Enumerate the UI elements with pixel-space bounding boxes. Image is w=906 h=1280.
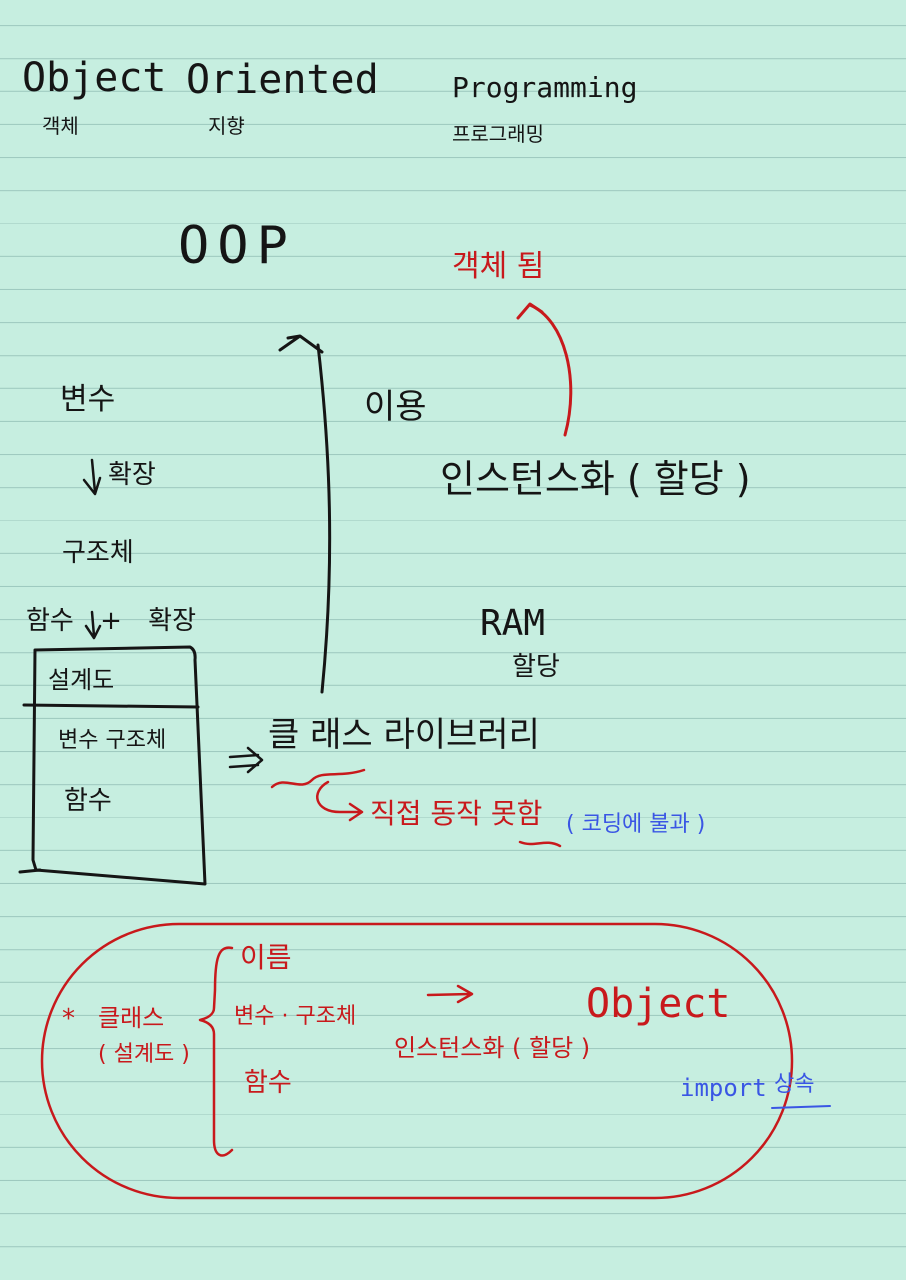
- summary-instantiation: 인스턴스화 ( 할당 ): [394, 1034, 591, 1062]
- heading-object: Object: [22, 55, 167, 101]
- direct-use: 직접 동작 못함: [370, 797, 543, 830]
- class-library: 클 래스 라이브러리: [268, 715, 540, 755]
- blueprint-box-divider: [22, 703, 200, 709]
- direct-use-underline: [518, 840, 562, 848]
- heading-programming-ko: 프로그래밍: [452, 122, 544, 146]
- ram-allocation: 할당: [512, 652, 560, 682]
- blueprint-box-bottom-tail: [18, 868, 42, 874]
- summary-item-name: 이름: [240, 941, 292, 974]
- blueprint-row-function: 함수: [64, 786, 112, 816]
- summary-brace: [198, 946, 234, 1157]
- summary-item-var-struct: 변수 · 구조체: [234, 1004, 357, 1029]
- summary-item-function: 함수: [244, 1068, 292, 1098]
- heading-object-ko: 객체: [42, 114, 79, 138]
- use-label: 이용: [364, 387, 427, 427]
- instantiation-allocation: 인스턴스화 ( 할당 ): [440, 457, 751, 501]
- summary-object: Object: [586, 981, 731, 1027]
- red-curve-arrow-head: [516, 302, 544, 320]
- heading-oriented: Oriented: [186, 57, 379, 103]
- down-arrow-1: [82, 458, 102, 496]
- summary-import-ko: 상속: [774, 1072, 815, 1097]
- oop-title: OOP: [178, 216, 296, 276]
- import-underline: [771, 1105, 831, 1109]
- chain-struct: 구조체: [62, 538, 134, 568]
- heading-oriented-ko: 지향: [208, 114, 245, 138]
- summary-arrow: [426, 984, 474, 1004]
- becomes-object: 객체 됨: [452, 249, 545, 284]
- direct-use-note: ( 코딩에 불과 ): [566, 812, 706, 837]
- up-arrow-head: [278, 334, 324, 354]
- chain-function-plus-extend: 함수 + 확장: [26, 606, 196, 636]
- chain-variable: 변수: [60, 382, 116, 417]
- red-hook-arrow: [316, 780, 364, 822]
- heading-programming: Programming: [452, 71, 638, 104]
- summary-import: import: [680, 1074, 767, 1102]
- up-arrow-line: [316, 343, 332, 694]
- summary-asterisk: *: [62, 1004, 75, 1034]
- blueprint-row-struct: 변수 구조체: [58, 728, 167, 753]
- ram-label: RAM: [480, 603, 546, 644]
- blueprint-title: 설계도: [48, 666, 115, 694]
- red-curve-arrow: [528, 303, 573, 437]
- to-library-arrow: [228, 746, 264, 774]
- summary-class: 클래스: [98, 1004, 165, 1032]
- library-squiggle: [270, 768, 366, 789]
- chain-extend: 확장: [108, 460, 156, 490]
- summary-class-sub: ( 설계도 ): [98, 1042, 190, 1067]
